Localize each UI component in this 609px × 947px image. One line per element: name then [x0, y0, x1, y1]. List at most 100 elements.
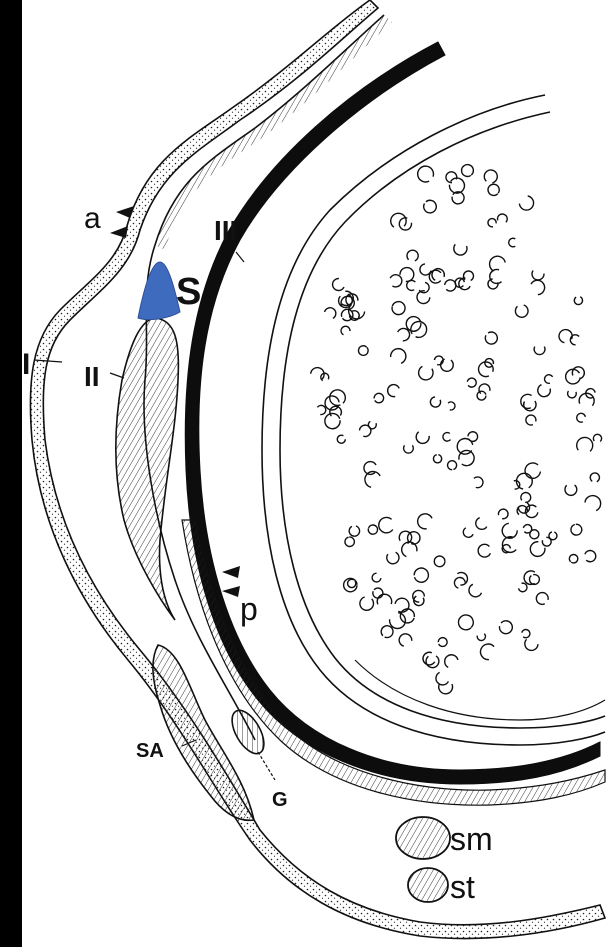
nuclear-curl — [536, 593, 548, 605]
label-sm: sm — [450, 821, 493, 857]
label-g: G — [272, 789, 288, 811]
nuclear-curl — [485, 332, 497, 344]
nuclear-curl — [445, 655, 458, 668]
nuclear-curl — [438, 638, 447, 647]
nuclear-curl — [381, 626, 393, 638]
p-arrowhead-lower — [222, 586, 240, 597]
nuclear-curl — [392, 302, 405, 315]
nuclear-curl — [349, 526, 359, 536]
nuclear-curl — [377, 594, 391, 604]
nuclear-curl — [577, 437, 593, 451]
label-p: p — [240, 591, 258, 627]
nuclear-curl — [515, 305, 528, 317]
nuclear-curl — [574, 297, 582, 305]
nuclear-curl — [497, 214, 507, 222]
nuclear-curl — [407, 280, 416, 290]
nuclear-curl — [463, 528, 473, 537]
nuclear-curl — [414, 568, 428, 582]
nuclear-curl — [523, 525, 531, 533]
nuclear-curl — [585, 496, 601, 511]
nuclear-curl — [477, 391, 486, 400]
nuclear-curl — [488, 219, 496, 227]
nuclear-curl — [419, 366, 433, 380]
nuclear-curl — [387, 552, 399, 564]
nuclear-curl — [509, 238, 516, 247]
nuclear-curl — [479, 362, 494, 377]
nuclear-curl — [424, 200, 437, 213]
nuclear-curl — [545, 375, 553, 384]
nuclear-curl — [341, 326, 350, 335]
nuclear-curl — [443, 433, 451, 442]
inner-contour-inner — [280, 112, 605, 728]
nuclear-curl — [398, 328, 410, 340]
nuclear-curl — [430, 397, 440, 407]
g-leader — [258, 752, 275, 780]
label-iii: III — [214, 215, 237, 246]
label-sa: SA — [136, 740, 164, 762]
nuclear-curl — [391, 349, 406, 364]
label-a: a — [84, 202, 101, 235]
nuclear-curl — [433, 455, 441, 463]
nuclear-curl — [390, 275, 402, 287]
nuclear-content — [311, 165, 602, 694]
layer-ii-structure — [116, 318, 179, 620]
label-st: st — [450, 869, 475, 905]
nuclear-curl — [532, 271, 544, 280]
nuclear-curl — [518, 503, 529, 513]
nuclear-curl — [395, 598, 409, 612]
nuclear-curl — [379, 517, 393, 532]
nuclear-curl — [359, 346, 369, 356]
nuclear-curl — [454, 244, 467, 255]
nuclear-curl — [399, 634, 412, 646]
ii-leader — [110, 373, 124, 378]
nuclear-curl — [530, 575, 540, 585]
nuclear-curl — [499, 621, 512, 634]
nuclear-curl — [525, 639, 538, 650]
nuclear-curl — [373, 588, 383, 598]
nuclear-curl — [468, 432, 478, 442]
inner-contour-third — [355, 660, 605, 720]
nuclear-curl — [388, 385, 400, 397]
nuclear-curl — [585, 551, 596, 562]
nuclear-curl — [445, 280, 456, 291]
nuclear-curl — [534, 347, 545, 355]
nuclear-curl — [474, 477, 483, 488]
nuclear-curl — [436, 672, 448, 684]
nuclear-curl — [404, 445, 414, 453]
nuclear-curl — [521, 493, 531, 503]
nuclear-curl — [317, 405, 325, 414]
nuclear-curl — [477, 634, 485, 641]
nuclear-curl — [368, 525, 377, 534]
nuclear-curl — [565, 485, 577, 495]
p-arrowhead-upper — [222, 566, 240, 578]
nuclear-curl — [463, 271, 473, 280]
nuclear-curl — [400, 609, 414, 623]
nuclear-curl — [399, 531, 411, 543]
nuclear-curl — [519, 196, 533, 210]
nuclear-curl — [413, 590, 425, 602]
nuclear-curl — [441, 359, 454, 371]
nuclear-curl — [484, 170, 497, 183]
nuclear-curl — [490, 269, 502, 283]
nuclear-curl — [426, 656, 439, 668]
nuclear-curl — [337, 435, 345, 443]
nuclear-curl — [391, 213, 406, 227]
nuclear-curl — [449, 178, 464, 193]
iii-leader — [236, 252, 244, 262]
nuclear-curl — [325, 413, 340, 428]
nuclear-curl — [454, 577, 465, 588]
nuclear-curl — [345, 537, 354, 546]
nuclear-curl — [519, 583, 528, 592]
nuclear-curl — [531, 280, 545, 294]
nuclear-curl — [481, 644, 495, 660]
st-oval — [408, 868, 448, 902]
nuclear-curl — [478, 544, 490, 557]
nuclear-curl — [502, 523, 517, 538]
nuclear-curl — [577, 413, 586, 422]
anatomy-diagram: a S I II III p SA G sm st — [22, 0, 609, 947]
nuclear-curl — [476, 518, 487, 530]
nuclear-curl — [467, 378, 476, 387]
nuclear-curl — [368, 421, 376, 428]
nuclear-curl — [458, 615, 473, 630]
nuclear-curl — [525, 463, 540, 478]
